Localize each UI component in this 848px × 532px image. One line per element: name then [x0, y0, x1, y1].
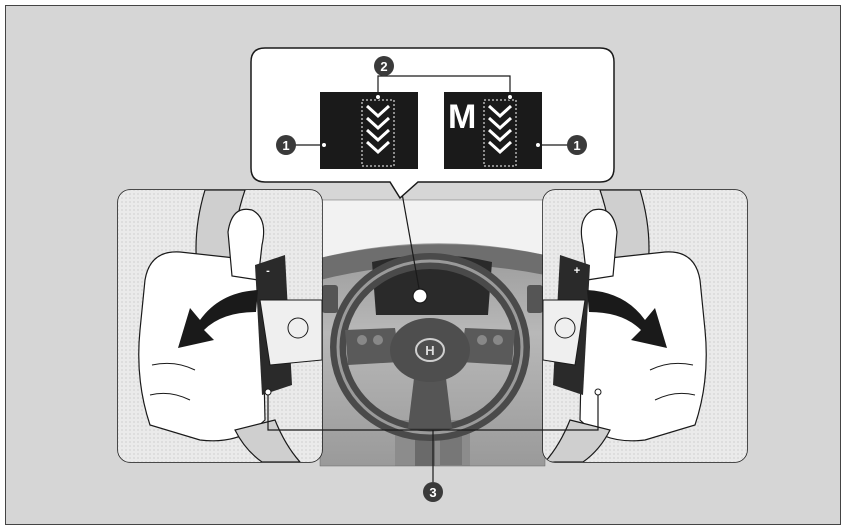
display-callout: M	[251, 48, 614, 198]
callout-badge-1-right: 1	[567, 135, 587, 155]
plus-paddle-marker	[595, 389, 601, 395]
callout-badge-1-left: 1	[276, 135, 296, 155]
svg-text:1: 1	[282, 138, 289, 153]
steering-wheel-photo: H	[320, 200, 545, 466]
plus-label: +	[574, 265, 580, 277]
svg-text:H: H	[425, 343, 434, 358]
svg-text:1: 1	[573, 138, 580, 153]
svg-text:2: 2	[380, 59, 387, 74]
left-hand-inset	[118, 190, 322, 462]
mode-indicator: M	[448, 98, 476, 136]
callout-badge-2: 2	[374, 56, 394, 76]
svg-text:3: 3	[429, 485, 436, 500]
callout-badge-3: 3	[423, 482, 443, 502]
display-pointer-circle	[413, 289, 427, 303]
minus-label: -	[266, 265, 270, 277]
right-hand-inset	[543, 190, 747, 462]
minus-paddle-marker	[265, 389, 271, 395]
